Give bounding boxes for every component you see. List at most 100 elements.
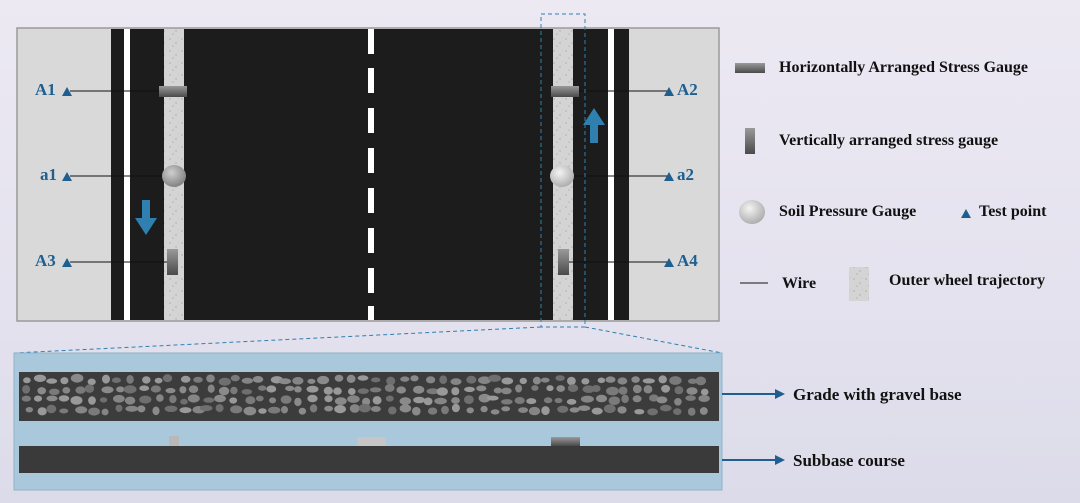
gravel-stone — [70, 373, 84, 383]
center-dashed-line — [368, 29, 374, 320]
gravel-stone — [699, 407, 708, 415]
gravel-stone — [269, 397, 277, 404]
subbase-layer — [19, 446, 719, 473]
gravel-stone — [388, 406, 397, 415]
gravel-stone — [658, 375, 667, 384]
gravel-stone — [243, 406, 257, 416]
gravel-stone — [46, 404, 57, 414]
gravel-arrow-icon — [722, 389, 785, 399]
gravel-stone — [75, 406, 88, 414]
gravel-stone — [557, 405, 569, 413]
gravel-stone — [334, 405, 346, 414]
gravel-stone — [386, 376, 396, 386]
gravel-stone — [37, 387, 46, 395]
gravel-stone — [674, 398, 682, 406]
gravel-stone — [603, 404, 616, 414]
gravel-stone — [115, 404, 123, 412]
gravel-stone — [649, 394, 659, 402]
legend-test-point-label: Test point — [979, 203, 1047, 220]
gravel-stone — [631, 376, 640, 383]
soil-gauge-a2 — [550, 165, 574, 187]
gravel-stone — [101, 408, 109, 416]
gravel-stone — [647, 408, 658, 416]
subbase-arrow-icon — [722, 455, 785, 465]
gravel-stone — [294, 397, 302, 407]
gravel-stone — [399, 397, 411, 405]
gravel-stone — [555, 375, 565, 381]
gravel-stone — [124, 396, 136, 405]
gravel-stone — [687, 407, 696, 416]
gravel-stone — [439, 375, 448, 385]
gravel-stone — [451, 387, 460, 396]
gravel-stone — [515, 384, 523, 393]
horizontal-gauge-A1 — [159, 86, 187, 97]
soil-gauge-legend-icon — [739, 200, 765, 224]
gravel-stone — [567, 384, 579, 392]
gravel-stone — [488, 374, 501, 382]
gravel-stone — [490, 409, 500, 415]
vertical-gauge-A3 — [167, 249, 178, 275]
soil-gauge-a1 — [162, 165, 186, 187]
gravel-stone — [334, 374, 344, 382]
gravel-stone — [514, 397, 525, 404]
gravel-stone — [632, 395, 642, 403]
section-gauge-3 — [551, 437, 580, 446]
test-point-A1-icon — [62, 87, 72, 96]
test-point-A1-label: A1 — [35, 80, 56, 99]
gravel-stone — [543, 397, 553, 404]
gravel-stone — [501, 399, 513, 405]
gravel-stone — [324, 395, 333, 403]
gravel-stone — [164, 405, 178, 412]
gravel-stone — [230, 386, 238, 395]
cross-section — [13, 352, 785, 491]
gravel-stone — [385, 395, 394, 402]
test-point-a2-icon — [664, 172, 674, 181]
gravel-stone — [591, 407, 603, 415]
gravel-stone — [582, 385, 595, 394]
gravel-stone — [139, 395, 152, 404]
gravel-stone — [400, 376, 410, 382]
gravel-stone — [413, 396, 425, 404]
gravel-stone — [621, 394, 629, 404]
gravel-stone — [292, 377, 304, 385]
gravel-stone — [466, 375, 477, 384]
gravel-stone — [125, 405, 139, 412]
gravel-stone — [358, 403, 371, 413]
right-edge-line — [608, 29, 614, 320]
gravel-stone — [362, 397, 371, 406]
gravel-stone — [578, 405, 591, 412]
section-gauge-2 — [357, 437, 386, 446]
gravel-stone — [695, 376, 707, 386]
gravel-stone — [278, 378, 291, 385]
gravel-stone — [215, 404, 224, 413]
gravel-stone — [324, 405, 333, 412]
left-edge-line — [124, 29, 130, 320]
gravel-stone — [102, 374, 110, 384]
plan-view — [13, 13, 723, 354]
legend-soil-gauge-label: Soil Pressure Gauge — [779, 203, 917, 220]
gravel-stone — [137, 405, 146, 413]
test-point-a1-icon — [62, 172, 72, 181]
gravel-stone — [142, 376, 151, 384]
gravel-stone — [686, 387, 698, 395]
gravel-stone — [643, 385, 653, 394]
gravel-stone — [591, 385, 601, 392]
gravel-stone — [541, 406, 550, 416]
gravel-stone — [660, 404, 672, 412]
gravel-stone — [22, 385, 31, 394]
gravel-stone — [230, 405, 243, 414]
gravel-stone — [207, 384, 215, 393]
gravel-stone — [486, 395, 499, 401]
zoom-line-left — [13, 326, 542, 354]
gravel-stone — [113, 394, 125, 403]
gravel-stone — [188, 385, 199, 394]
gravel-stone — [606, 386, 619, 396]
gravel-stone — [87, 378, 96, 386]
gravel-stone — [501, 406, 511, 412]
gravel-stone — [532, 376, 541, 385]
gravel-layer-label: Grade with gravel base — [793, 385, 962, 404]
gravel-stone — [241, 389, 253, 395]
gravel-stone — [581, 378, 590, 385]
gravel-stone — [323, 386, 333, 395]
gravel-stone — [480, 405, 488, 413]
